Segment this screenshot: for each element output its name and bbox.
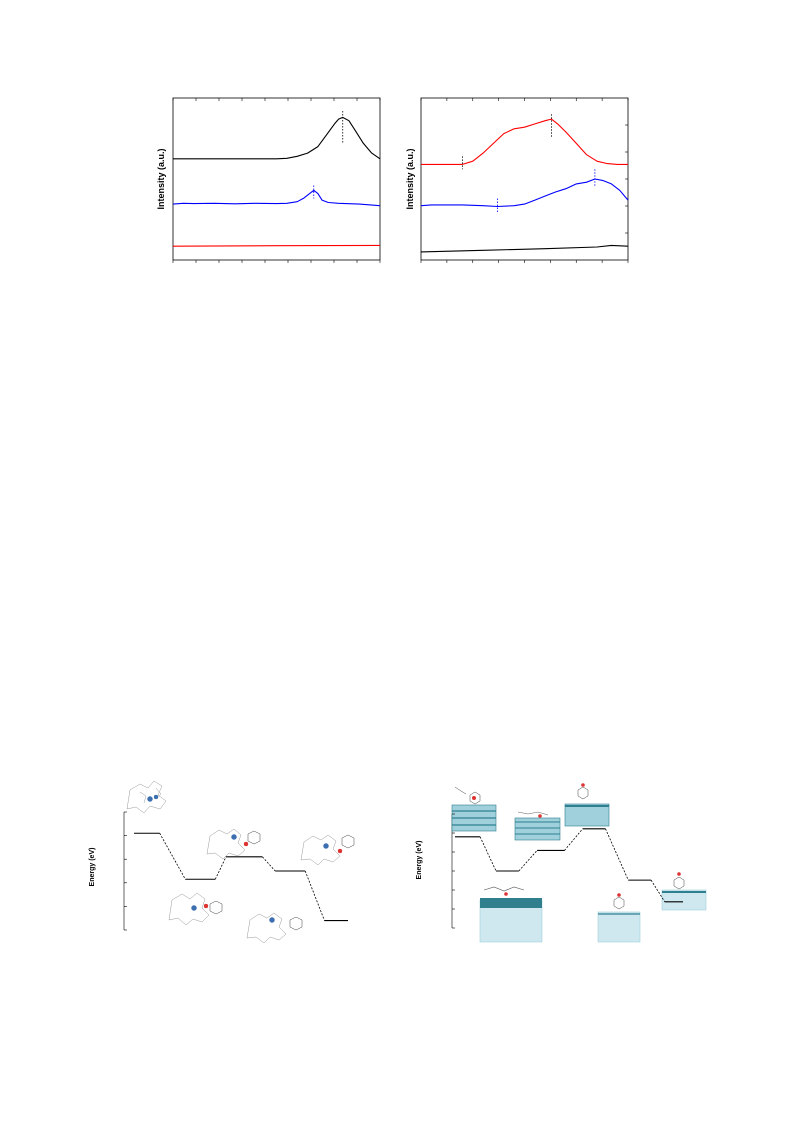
y-axis-label: Energy (eV): [416, 841, 423, 880]
structure-intermediate-1: [168, 892, 223, 926]
slab-structure-1: [451, 786, 497, 832]
slab-structure-4: [479, 886, 543, 943]
spectrum-panel-left: Intensity (a.u.): [156, 97, 381, 263]
series-line-0: [421, 118, 628, 165]
series-line-2: [172, 244, 381, 247]
slab-structure-2: [514, 811, 561, 841]
structure-transition-1: [206, 828, 261, 860]
energy-connector-4: [650, 879, 666, 902]
energy-connector-1: [518, 850, 538, 872]
series-line-1: [420, 178, 629, 208]
slab-structure-5: [597, 893, 641, 943]
energy-connector-2: [564, 828, 583, 851]
series-line-2: [420, 244, 629, 253]
energy-connector-1: [214, 856, 227, 880]
slab-structure-3: [564, 783, 610, 827]
y-axis-label: Energy (eV): [89, 848, 96, 887]
energy-profile-right: Energy (eV): [416, 783, 707, 943]
energy-connector-3: [304, 870, 325, 921]
slab-structure-6: [661, 872, 707, 911]
y-axis-label: Intensity (a.u.): [405, 148, 415, 209]
spectrum-panel-right: Intensity (a.u.): [405, 97, 629, 263]
energy-connector-3: [605, 828, 629, 881]
energy-connector-0: [159, 833, 186, 880]
series-line-0: [173, 116, 381, 160]
structure-intermediate-2: [246, 912, 303, 944]
energy-connector-0: [479, 836, 497, 872]
y-axis-label: Intensity (a.u.): [156, 148, 166, 209]
series-line-1: [172, 189, 381, 207]
structure-initial: [126, 780, 167, 814]
energy-connector-2: [262, 856, 276, 872]
structure-transition-2: [300, 834, 355, 866]
energy-profile-left: Energy (eV): [89, 780, 355, 944]
plot-frame: [172, 97, 381, 261]
